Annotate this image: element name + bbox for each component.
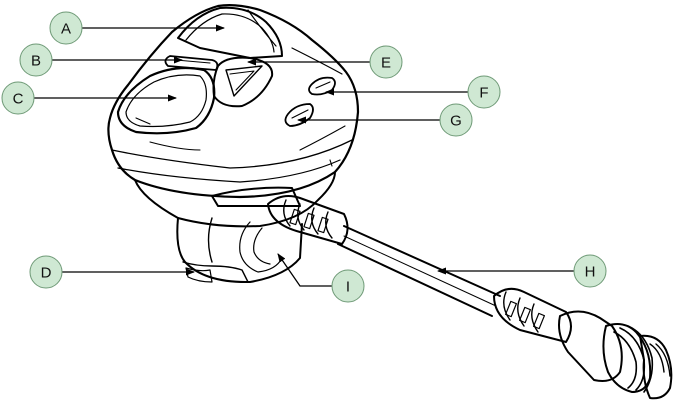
callout-d-label: D [41, 265, 52, 282]
callout-i-label: I [346, 279, 350, 296]
callout-g-circle [439, 103, 473, 137]
cable [337, 225, 501, 317]
callout-f-circle [467, 75, 501, 109]
callout-b: B [19, 43, 53, 77]
callout-h-label: H [585, 264, 596, 281]
callout-h-circle [573, 254, 607, 288]
callout-c-circle [1, 81, 35, 115]
callout-i: I [331, 269, 365, 303]
callout-b-circle [19, 43, 53, 77]
callout-a: A [49, 11, 83, 45]
callout-g-label: G [450, 113, 462, 130]
leader-lines [34, 24, 574, 287]
connector-boot [493, 287, 572, 343]
callout-d-circle [29, 255, 63, 289]
callout-f-label: F [479, 85, 488, 102]
leader-i [277, 253, 332, 287]
clamp-ring [176, 217, 303, 284]
button-a-shape [177, 6, 283, 59]
button-e-shape [212, 56, 274, 108]
callout-g: G [439, 103, 473, 137]
callout-f: F [467, 75, 501, 109]
callout-b-label: B [31, 53, 41, 70]
callout-a-circle [49, 11, 83, 45]
callout-c-label: C [13, 91, 24, 108]
button-c-shape [116, 66, 216, 135]
callout-h: H [573, 254, 607, 288]
callout-d: D [29, 255, 63, 289]
cable-boot [267, 195, 349, 245]
callout-a-label: A [61, 21, 71, 38]
callout-e: E [369, 45, 403, 79]
cable-collar [211, 186, 301, 208]
controller-body [107, 4, 360, 228]
connector-head [558, 310, 673, 400]
callout-e-circle [369, 45, 403, 79]
button-g-shape [284, 103, 314, 127]
callout-e-label: E [381, 55, 391, 72]
callout-c: C [1, 81, 35, 115]
callout-i-circle [331, 269, 365, 303]
